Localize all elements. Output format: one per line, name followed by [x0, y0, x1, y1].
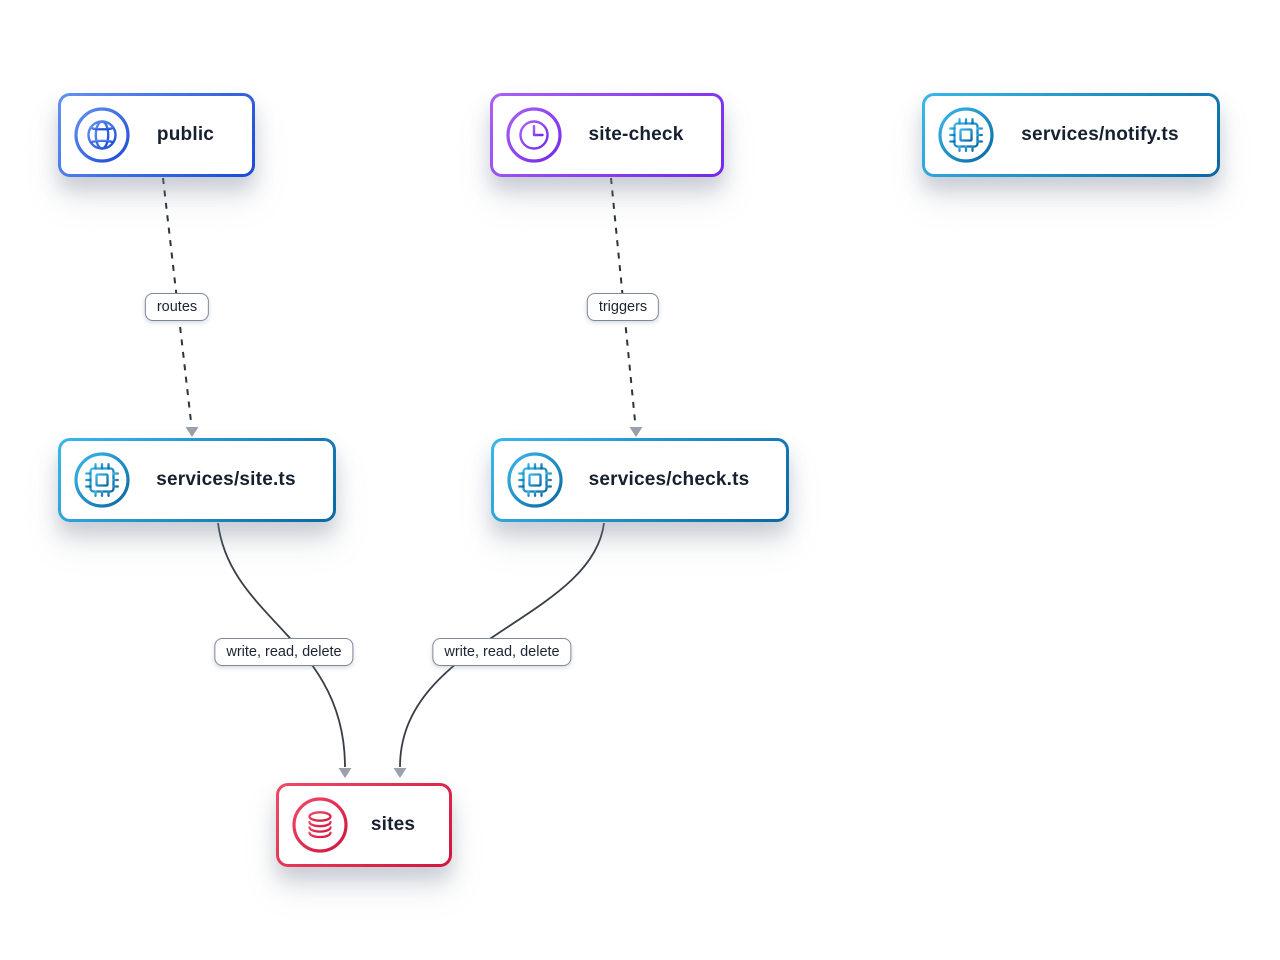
database-icon — [292, 797, 348, 853]
node-site-check[interactable]: site-check — [490, 93, 724, 177]
node-services-check[interactable]: services/check.ts — [491, 438, 789, 522]
node-label-services-notify: services/notify.ts — [1021, 124, 1179, 145]
arrowhead-site-to-sites — [338, 768, 352, 778]
edge-label-triggers: triggers — [586, 293, 660, 321]
edge-site-to-sites — [217, 522, 346, 768]
edge-sitecheck-to-check — [610, 177, 637, 427]
node-sites[interactable]: sites — [276, 783, 452, 867]
edge-check-to-sites — [399, 522, 605, 768]
node-label-services-site: services/site.ts — [156, 469, 296, 490]
node-label-public: public — [156, 124, 215, 145]
node-services-notify[interactable]: services/notify.ts — [922, 93, 1220, 177]
edge-label-routes: routes — [144, 293, 210, 321]
clock-icon — [506, 107, 562, 163]
edge-label-write-read-delete-right: write, read, delete — [432, 638, 572, 666]
edge-public-to-site — [162, 177, 193, 427]
chip-icon — [938, 107, 994, 163]
arrowhead-public-to-site — [185, 427, 199, 437]
chip-icon — [507, 452, 563, 508]
node-label-services-check: services/check.ts — [588, 469, 750, 490]
edge-label-write-read-delete-left: write, read, delete — [214, 638, 354, 666]
chip-icon — [74, 452, 130, 508]
node-services-site[interactable]: services/site.ts — [58, 438, 336, 522]
globe-icon — [74, 107, 130, 163]
node-label-sites: sites — [370, 814, 416, 835]
node-public[interactable]: public — [58, 93, 255, 177]
arrowhead-check-to-sites — [393, 768, 407, 778]
node-label-site-check: site-check — [588, 124, 684, 145]
arrowhead-sitecheck-to-check — [629, 427, 643, 437]
